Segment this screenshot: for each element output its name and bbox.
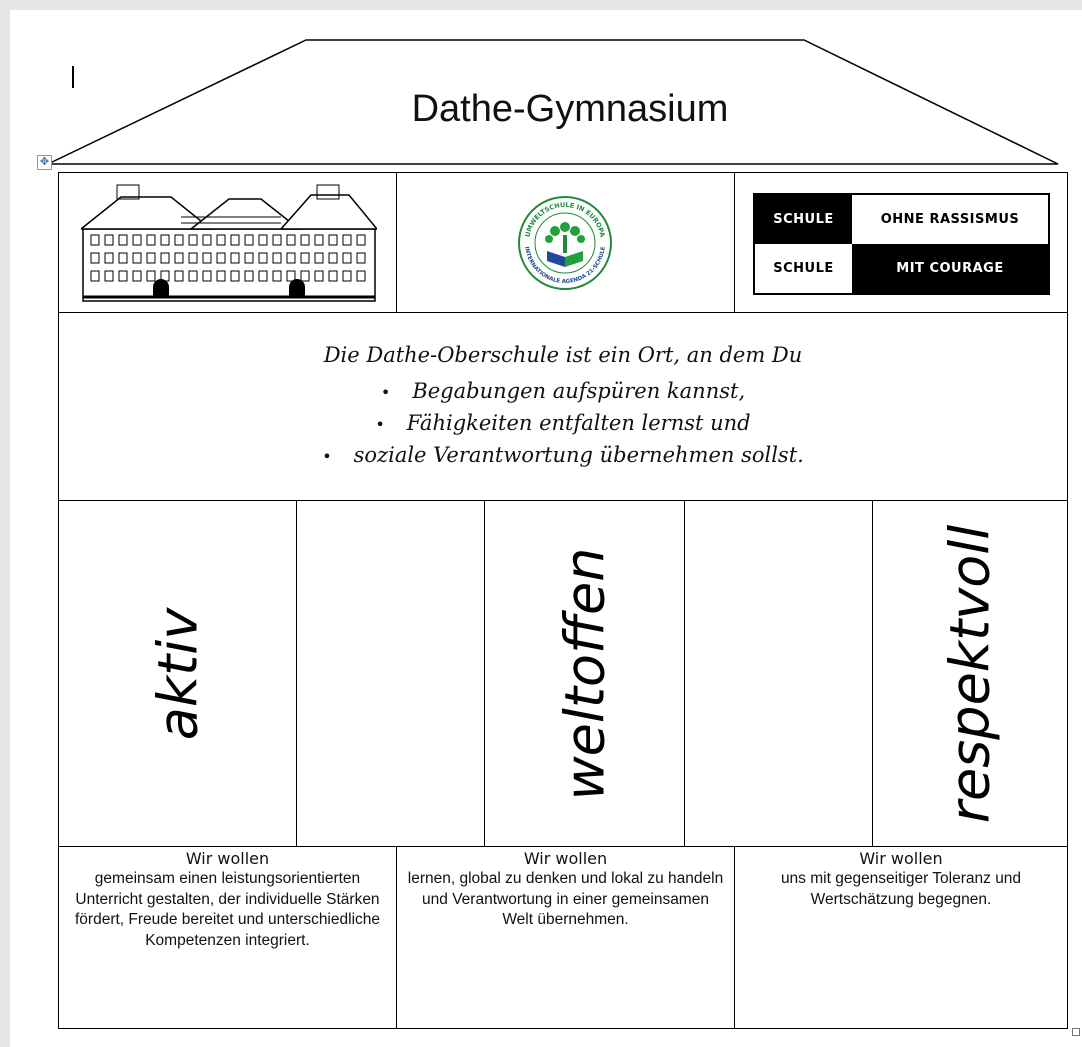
school-without-racism-logo: SCHULE OHNE RASSISMUS SCHULE MIT COURAGE xyxy=(753,193,1050,295)
goal-heading: Wir wollen xyxy=(859,849,943,868)
list-item: •Begabungen aufspüren kannst, xyxy=(380,379,746,403)
text-cursor xyxy=(72,66,74,88)
value-pillar-respektvoll: respektvoll xyxy=(873,501,1067,846)
goal-cell: Wir wollen uns mit gegenseitiger Toleran… xyxy=(735,847,1067,1028)
value-label: aktiv xyxy=(146,607,209,740)
school-without-racism-cell: SCHULE OHNE RASSISMUS SCHULE MIT COURAGE xyxy=(735,173,1067,312)
school-title: Dathe-Gymnasium xyxy=(411,88,729,130)
value-pillar-aktiv: aktiv xyxy=(59,501,297,846)
values-row: aktiv weltoffen respektvoll xyxy=(59,501,1067,847)
sor-top-right: OHNE RASSISMUS xyxy=(852,195,1048,244)
school-building-image xyxy=(81,184,377,302)
house-roof xyxy=(47,39,1059,165)
sor-bottom-left: SCHULE xyxy=(755,244,852,293)
goal-heading: Wir wollen xyxy=(185,849,270,868)
empty-pillar xyxy=(685,501,873,846)
goal-text: gemeinsam einen leistungsorientierten Un… xyxy=(74,870,380,949)
sor-top-left: SCHULE xyxy=(755,195,852,244)
school-building-cell xyxy=(59,173,397,312)
mission-bullet-list: •Begabungen aufspüren kannst, •Fähigkeit… xyxy=(59,375,1067,471)
eco-school-cell: UMWELTSCHULE IN EUROPA INTERNATIONALE AG… xyxy=(397,173,735,312)
list-item: •Fähigkeiten entfalten lernst und xyxy=(375,411,751,435)
goal-heading: Wir wollen xyxy=(523,849,608,868)
eco-school-logo: UMWELTSCHULE IN EUROPA INTERNATIONALE AG… xyxy=(518,196,612,290)
goal-cell: Wir wollen lernen, global zu denken und … xyxy=(397,847,735,1028)
mission-intro: Die Dathe-Oberschule ist ein Ort, an dem… xyxy=(323,343,803,367)
sor-bottom-right: MIT COURAGE xyxy=(852,244,1048,293)
empty-pillar xyxy=(297,501,485,846)
table-resize-handle[interactable] xyxy=(1072,1028,1080,1036)
value-label: respektvoll xyxy=(938,524,1002,823)
goal-text: lernen, global zu denken und lokal zu ha… xyxy=(407,870,724,928)
goal-text: uns mit gegenseitiger Toleranz und Werts… xyxy=(780,870,1022,908)
document-page: Dathe-Gymnasium ✥ xyxy=(10,10,1082,1047)
table-move-handle-icon[interactable]: ✥ xyxy=(37,155,52,170)
value-label: weltoffen xyxy=(553,546,616,801)
house-table: UMWELTSCHULE IN EUROPA INTERNATIONALE AG… xyxy=(58,172,1068,1029)
list-item: •soziale Verantwortung übernehmen sollst… xyxy=(322,443,804,467)
logo-row: UMWELTSCHULE IN EUROPA INTERNATIONALE AG… xyxy=(59,173,1067,313)
value-pillar-weltoffen: weltoffen xyxy=(485,501,685,846)
mission-statement: Die Dathe-Oberschule ist ein Ort, an dem… xyxy=(59,313,1067,501)
goal-cell: Wir wollen gemeinsam einen leistungsorie… xyxy=(59,847,397,1028)
goals-row: Wir wollen gemeinsam einen leistungsorie… xyxy=(59,847,1067,1028)
